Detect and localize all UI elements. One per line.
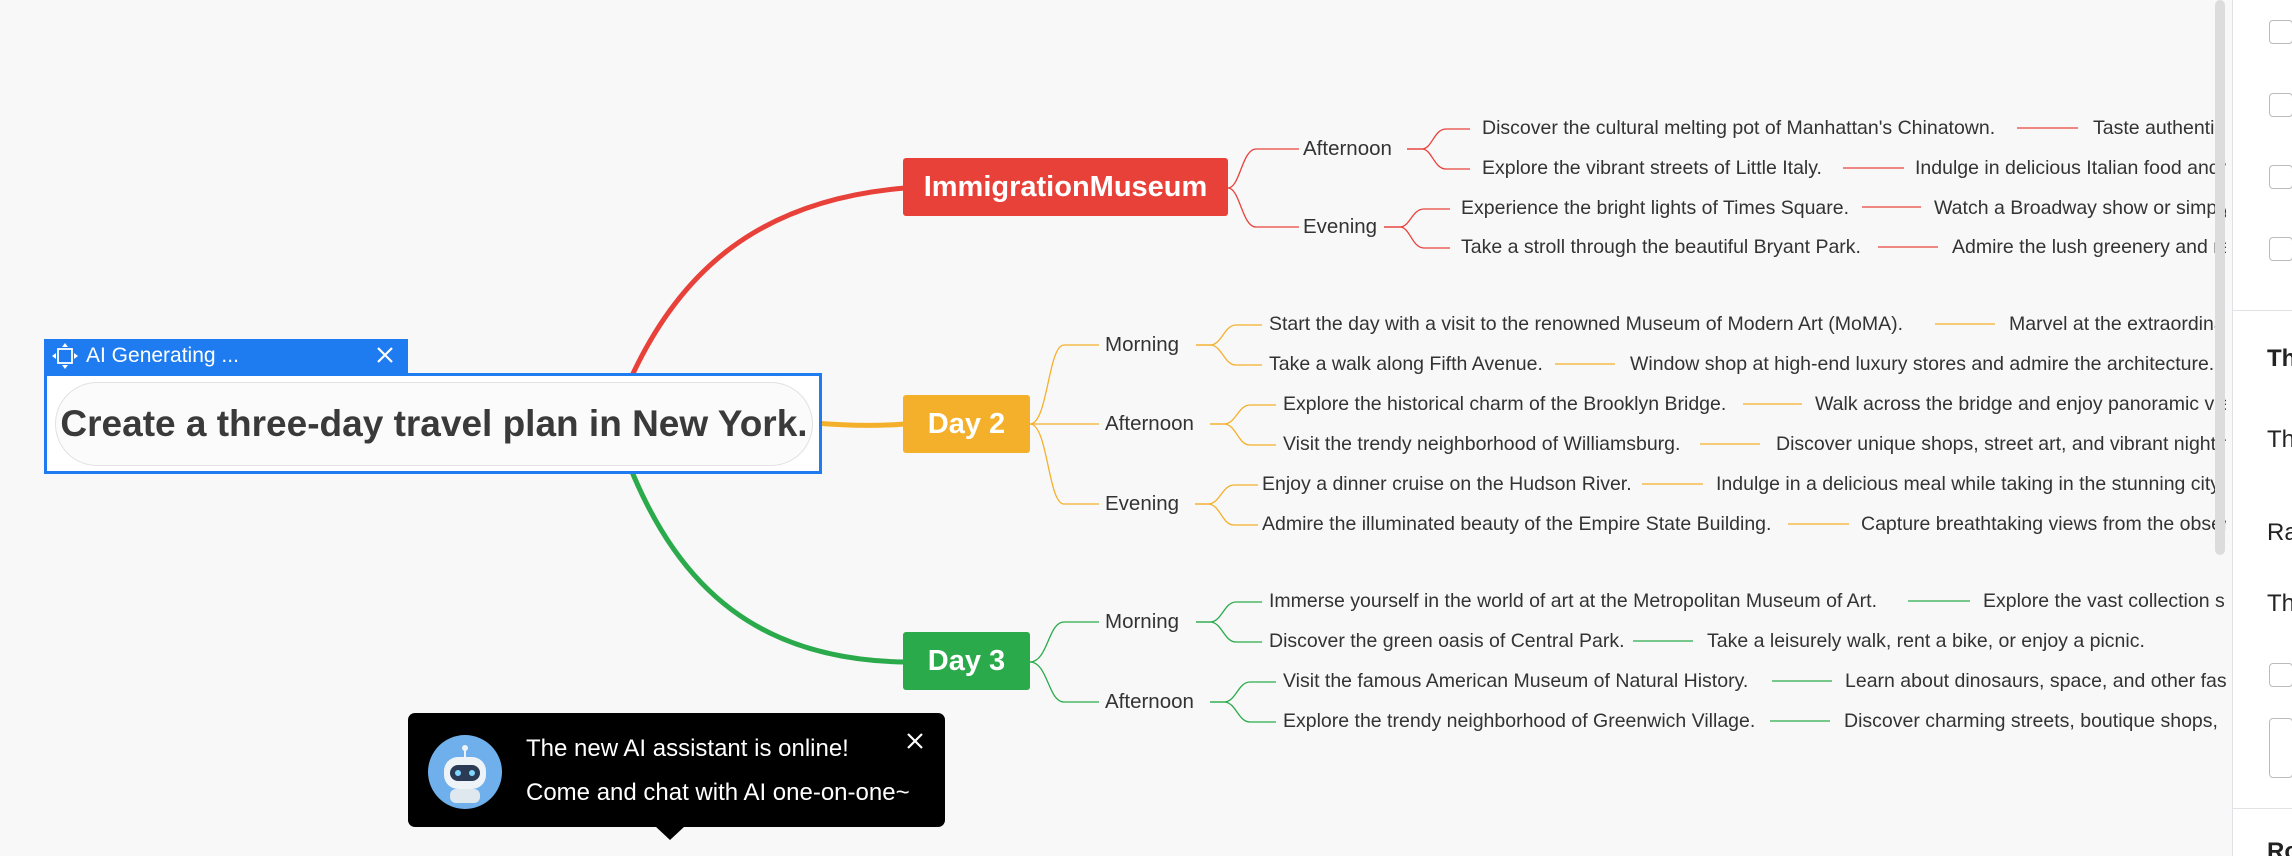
item-museum-afternoon-1[interactable]: Discover the cultural melting pot of Man… [1482, 117, 1996, 139]
panel-checkbox-1[interactable] [2269, 20, 2292, 44]
connectors-day3 [1029, 600, 1970, 723]
panel-line-2: Ra [2267, 519, 2292, 546]
branch-node-immigration-museum[interactable]: ImmigrationMuseum [903, 158, 1228, 216]
branch-node-day-2[interactable]: Day 2 [903, 395, 1030, 453]
item-day2-afternoon-2[interactable]: Visit the trendy neighborhood of William… [1283, 433, 1681, 455]
panel-line-3: Th [2267, 590, 2292, 617]
panel-bottom-heading: Ro [2267, 838, 2292, 856]
item-day3-morning-1[interactable]: Immerse yourself in the world of art at … [1269, 590, 1878, 612]
panel-divider-2 [2233, 808, 2292, 809]
panel-input-box[interactable] [2269, 718, 2292, 778]
panel-checkbox-2[interactable] [2269, 93, 2292, 117]
detail-day3-morning-2[interactable]: Take a leisurely walk, rent a bike, or e… [1707, 630, 2145, 652]
connector-root-day2 [814, 420, 906, 428]
tooltip-message: Come and chat with AI one-on-one~ [526, 779, 910, 806]
detail-museum-evening-2[interactable]: Admire the lush greenery and re [1952, 236, 2226, 258]
detail-day3-afternoon-2[interactable]: Discover charming streets, boutique shop… [1844, 710, 2218, 732]
section-day2-morning[interactable]: Morning [1105, 333, 1180, 356]
robot-avatar-icon [428, 735, 502, 809]
tooltip-title: The new AI assistant is online! [526, 735, 849, 762]
section-day3-afternoon[interactable]: Afternoon [1105, 690, 1194, 713]
connector-root-day3 [627, 466, 906, 665]
tooltip-arrow [655, 826, 685, 840]
item-day3-afternoon-2[interactable]: Explore the trendy neighborhood of Green… [1283, 710, 1756, 732]
panel-divider [2233, 310, 2292, 311]
item-day2-evening-1[interactable]: Enjoy a dinner cruise on the Hudson Rive… [1262, 473, 1632, 495]
detail-day2-evening-1[interactable]: Indulge in a delicious meal while taking… [1716, 473, 2226, 495]
connectors-day2 [1029, 323, 1995, 526]
panel-checkbox-3[interactable] [2269, 165, 2292, 189]
detail-day2-afternoon-2[interactable]: Discover unique shops, street art, and v… [1776, 433, 2226, 455]
ai-node-move-icon[interactable] [50, 341, 80, 371]
ai-generating-bar: AI Generating ... [44, 339, 408, 373]
item-day2-afternoon-1[interactable]: Explore the historical charm of the Broo… [1283, 393, 1727, 415]
detail-museum-afternoon-2[interactable]: Indulge in delicious Italian food and v [1915, 157, 2226, 179]
panel-section-heading: Th [2267, 345, 2292, 372]
item-day3-afternoon-1[interactable]: Visit the famous American Museum of Natu… [1283, 670, 1749, 692]
section-day2-afternoon[interactable]: Afternoon [1105, 412, 1194, 435]
connectors-museum [1227, 127, 2078, 249]
detail-day2-morning-2[interactable]: Window shop at high-end luxury stores an… [1630, 353, 2215, 375]
ai-assistant-tooltip[interactable]: The new AI assistant is online! Come and… [408, 713, 945, 840]
item-day3-morning-2[interactable]: Discover the green oasis of Central Park… [1269, 630, 1625, 652]
panel-checkbox-5[interactable] [2269, 663, 2292, 687]
section-day2-evening[interactable]: Evening [1105, 492, 1180, 515]
root-node[interactable]: Create a three-day travel plan in New Yo… [55, 382, 813, 466]
item-day2-evening-2[interactable]: Admire the illuminated beauty of the Emp… [1262, 513, 1772, 535]
item-museum-afternoon-2[interactable]: Explore the vibrant streets of Little It… [1482, 157, 1822, 179]
ai-generating-close-icon[interactable] [372, 342, 398, 368]
right-side-panel: Th Th Ra Th Ro [2232, 0, 2292, 856]
section-museum-afternoon[interactable]: Afternoon [1303, 137, 1392, 160]
item-museum-evening-1[interactable]: Experience the bright lights of Times Sq… [1461, 197, 1850, 219]
detail-day3-morning-1[interactable]: Explore the vast collection sp [1983, 590, 2226, 612]
ai-generating-label: AI Generating ... [86, 344, 239, 367]
panel-checkbox-4[interactable] [2269, 237, 2292, 261]
detail-museum-evening-1[interactable]: Watch a Broadway show or simply [1934, 197, 2226, 219]
canvas-scrollbar-thumb[interactable] [2215, 0, 2225, 555]
item-museum-evening-2[interactable]: Take a stroll through the beautiful Brya… [1461, 236, 1861, 258]
detail-day3-afternoon-1[interactable]: Learn about dinosaurs, space, and other … [1845, 670, 2226, 692]
panel-line-1: Th [2267, 426, 2292, 453]
detail-day2-evening-2[interactable]: Capture breathtaking views from the obse… [1861, 513, 2226, 535]
connector-root-museum [627, 185, 906, 382]
item-day2-morning-2[interactable]: Take a walk along Fifth Avenue. [1269, 353, 1543, 375]
mindmap-text-layer: Afternoon Evening Discover the cultural … [1105, 117, 2226, 732]
detail-day2-afternoon-1[interactable]: Walk across the bridge and enjoy panoram… [1815, 393, 2226, 415]
tooltip-close-icon[interactable] [901, 727, 929, 755]
detail-day2-morning-1[interactable]: Marvel at the extraordinar [2009, 313, 2226, 335]
detail-museum-afternoon-1[interactable]: Taste authentic [2093, 117, 2225, 139]
section-day3-morning[interactable]: Morning [1105, 610, 1180, 633]
section-museum-evening[interactable]: Evening [1303, 215, 1378, 238]
item-day2-morning-1[interactable]: Start the day with a visit to the renown… [1269, 313, 1904, 335]
branch-node-day-3[interactable]: Day 3 [903, 632, 1030, 690]
